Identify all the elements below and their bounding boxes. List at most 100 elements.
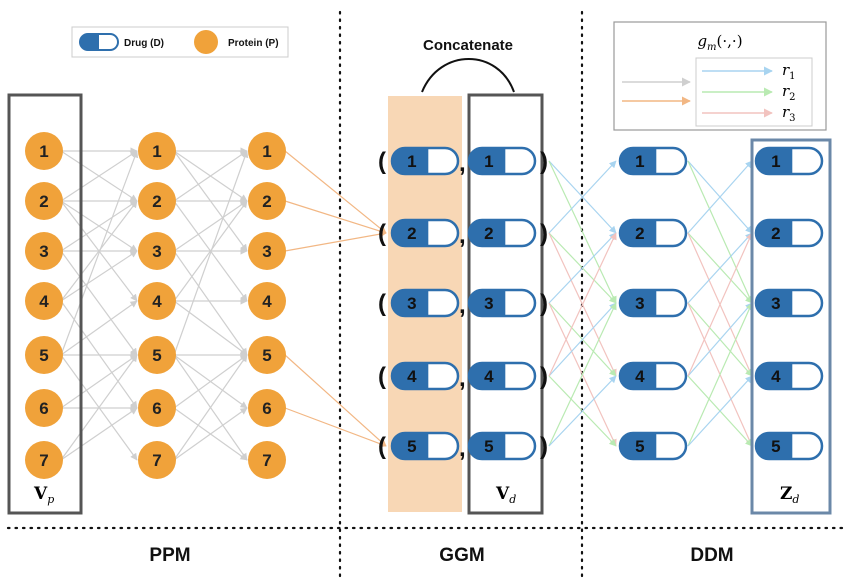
drug-node-label: 2 [771, 224, 780, 243]
relation-legend-frame [613, 21, 827, 131]
drug-node: 3 [390, 288, 460, 318]
ddm-edge [548, 302, 617, 447]
ggm-edges [284, 150, 387, 448]
drug-node: 2 [390, 218, 460, 248]
protein-node-label: 3 [152, 242, 161, 261]
protein-node-label: 1 [152, 142, 161, 161]
open-paren: ( [378, 220, 386, 247]
drug-node: 5 [390, 431, 460, 461]
protein-node-label: 6 [39, 399, 48, 418]
drug-capsule-fill [620, 433, 657, 459]
drug-node-label: 1 [635, 152, 644, 171]
vp-box [7, 93, 83, 515]
protein-node-label: 5 [262, 346, 271, 365]
protein-node-label: 6 [262, 399, 271, 418]
drug-capsule-fill [392, 433, 429, 459]
relation-legend-inner-frame [695, 57, 813, 127]
drug-capsule-fill [620, 290, 657, 316]
protein-circle-icon [138, 389, 176, 427]
zd-label: Zd [780, 484, 799, 506]
ddm-edge [548, 160, 617, 304]
drug-node-label: 3 [407, 294, 416, 313]
protein-circle-icon [25, 232, 63, 270]
drug-capsule-fill [620, 363, 657, 389]
ppm-edge [60, 200, 138, 302]
ppm-edge [173, 250, 248, 356]
legend-r2-label: r2 [782, 82, 796, 103]
drug-node: 3 [618, 288, 688, 318]
ddm-edge [687, 302, 753, 377]
protein-circle-icon [138, 182, 176, 220]
protein-node-label: 2 [152, 192, 161, 211]
ppm-edge [173, 150, 249, 356]
drug-capsule-fill [756, 148, 793, 174]
ppm-edge [173, 354, 248, 409]
drug-node-label: 5 [771, 437, 780, 456]
drug-node: 4 [754, 361, 824, 391]
ddm-edge [687, 232, 753, 304]
drug-capsule-fill [620, 148, 657, 174]
close-paren: ) [540, 433, 548, 460]
ppm-edge [60, 354, 138, 461]
drug-capsule-fill [392, 148, 429, 174]
drug-node-label: 4 [771, 367, 781, 386]
protein-node-label: 1 [262, 142, 271, 161]
drug-capsule-fill [756, 433, 793, 459]
drug-capsule-fill [756, 363, 793, 389]
ppm-edge [60, 150, 139, 356]
protein-node-label: 5 [39, 346, 48, 365]
protein-node: 2 [138, 182, 176, 220]
section-dividers [6, 10, 844, 582]
ppm-edge [173, 150, 248, 202]
section-label-ggm: GGM [439, 545, 484, 566]
protein-circle-icon [248, 182, 286, 220]
protein-circle-icon [138, 232, 176, 270]
protein-node-label: 4 [262, 292, 272, 311]
zd-box [750, 138, 832, 515]
legend-protein-circle-icon [194, 30, 218, 54]
protein-node: 6 [138, 389, 176, 427]
protein-node-label: 2 [39, 192, 48, 211]
protein-circle-icon [138, 132, 176, 170]
node-type-legend: Drug (D) Protein (P) [71, 26, 289, 58]
section-label-ppm: PPM [149, 545, 190, 566]
comma: , [459, 292, 466, 319]
drug-node: 5 [467, 431, 537, 461]
ddm-edge [687, 232, 753, 377]
drug-node-label: 1 [407, 152, 416, 171]
drug-node-label: 2 [635, 224, 644, 243]
ddm-edge [548, 160, 617, 234]
drug-node-label: 2 [407, 224, 416, 243]
open-paren: ( [378, 433, 386, 460]
protein-node-label: 3 [39, 242, 48, 261]
protein-node: 4 [248, 282, 286, 320]
protein-node: 1 [248, 132, 286, 170]
protein-node: 1 [25, 132, 63, 170]
relation-legend: gm(·,·) r1 r2 r3 [613, 21, 827, 131]
ddm-edge [548, 232, 617, 377]
drug-capsule-fill [469, 148, 506, 174]
drug-node-label: 4 [484, 367, 494, 386]
legend-protein-label: Protein (P) [228, 38, 279, 49]
protein-circle-icon [248, 232, 286, 270]
ddm-edge [687, 302, 753, 447]
drug-capsule-fill [469, 363, 506, 389]
protein-circle-icon [248, 441, 286, 479]
close-paren: ) [540, 148, 548, 175]
ppm-edge [60, 354, 138, 409]
legend-r1-label: r1 [782, 61, 796, 82]
drug-node: 3 [754, 288, 824, 318]
protein-circle-icon [248, 389, 286, 427]
protein-circle-icon [25, 441, 63, 479]
drug-node: 4 [390, 361, 460, 391]
ddm-edges [548, 160, 753, 447]
vd-label: Vd [495, 484, 516, 506]
ppm-edge [173, 200, 248, 252]
drug-node-label: 5 [484, 437, 493, 456]
drug-node-label: 5 [407, 437, 416, 456]
drug-capsule-fill [469, 220, 506, 246]
comma: , [459, 150, 466, 177]
protein-node: 6 [248, 389, 286, 427]
protein-node: 7 [25, 441, 63, 479]
drug-node-label: 3 [484, 294, 493, 313]
